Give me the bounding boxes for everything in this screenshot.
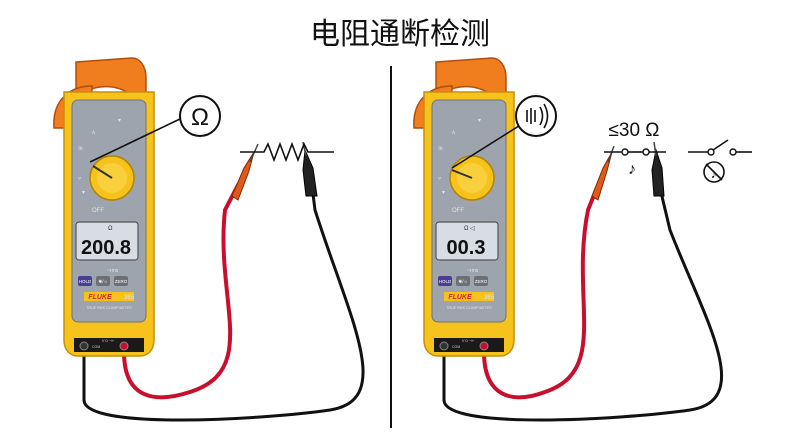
svg-text:HOLD: HOLD bbox=[439, 279, 452, 284]
svg-text:▿: ▿ bbox=[438, 176, 441, 182]
zero-button[interactable] bbox=[474, 276, 488, 286]
svg-text:HOLD: HOLD bbox=[79, 279, 92, 284]
com-jack[interactable] bbox=[79, 341, 89, 351]
lcd-mode-indicator: Ω ◁ bbox=[464, 226, 475, 232]
panel-resistance: ≋ ʌ ▾ ▿ ▾ OFF Ω 200.8 ~rms HOLD bbox=[53, 57, 365, 422]
red-probe bbox=[591, 145, 615, 201]
meter-subtitle: TRUE RMS CLAMP METER bbox=[446, 306, 492, 310]
model-number: 365 bbox=[124, 295, 135, 301]
page-title: 电阻通断检测 bbox=[310, 17, 490, 52]
lcd-reading: 200.8 bbox=[81, 237, 131, 259]
continuity-threshold-label: ≤30 Ω bbox=[608, 120, 659, 141]
rotary-dial[interactable] bbox=[89, 155, 135, 201]
open-switch-symbol bbox=[688, 139, 752, 156]
svg-text:≋: ≋ bbox=[438, 146, 443, 152]
red-test-lead bbox=[482, 183, 600, 400]
callout-ohm-symbol: Ω bbox=[191, 104, 209, 131]
resistor-symbol bbox=[240, 141, 334, 163]
svg-text:V Ω ⊣⊢: V Ω ⊣⊢ bbox=[102, 339, 115, 343]
com-jack[interactable] bbox=[439, 341, 449, 351]
svg-text:V Ω ⊣⊢: V Ω ⊣⊢ bbox=[462, 339, 475, 343]
ohm-jack[interactable] bbox=[479, 341, 489, 351]
lcd-display: Ω 200.8 bbox=[75, 221, 139, 261]
zero-button[interactable] bbox=[114, 276, 128, 286]
meter-buttons: ~rms HOLD ✱/☼ ZERO bbox=[438, 268, 488, 286]
svg-text:✱/☼: ✱/☼ bbox=[98, 279, 107, 284]
svg-text:ZERO: ZERO bbox=[475, 279, 488, 284]
clamp-meter: ≋ ʌ ▾ ▿ ▾ OFF Ω ◁ 00.3 ~rms HOLD ✱/☼ bbox=[423, 91, 515, 357]
backlight-button[interactable] bbox=[96, 276, 110, 286]
rotary-dial[interactable] bbox=[449, 155, 495, 201]
svg-text:▾: ▾ bbox=[442, 190, 445, 196]
svg-text:✱/☼: ✱/☼ bbox=[458, 279, 467, 284]
brand-logo: FLUKE bbox=[448, 294, 472, 301]
svg-text:▾: ▾ bbox=[478, 118, 481, 124]
hold-button[interactable] bbox=[438, 276, 452, 286]
ohm-jack[interactable] bbox=[119, 341, 129, 351]
svg-text:COM: COM bbox=[92, 345, 100, 349]
panel-continuity: ≤30 Ω ♪ ♪ bbox=[413, 57, 752, 422]
meter-subtitle: TRUE RMS CLAMP METER bbox=[86, 306, 132, 310]
svg-text:~rms: ~rms bbox=[107, 268, 119, 274]
no-beep-icon: ♪ bbox=[703, 161, 725, 183]
lcd-mode-indicator: Ω bbox=[108, 226, 113, 232]
svg-text:▿: ▿ bbox=[78, 176, 81, 182]
red-probe bbox=[231, 143, 259, 201]
meter-buttons: ~rms HOLD ✱/☼ ZERO bbox=[78, 268, 128, 286]
lcd-reading: 00.3 bbox=[447, 237, 486, 259]
svg-text:ʌ: ʌ bbox=[92, 130, 95, 136]
beep-note-icon: ♪ bbox=[628, 161, 636, 178]
black-test-lead bbox=[442, 186, 724, 422]
svg-text:♪: ♪ bbox=[711, 166, 718, 181]
continuity-beep-icon bbox=[526, 103, 549, 129]
dial-off-label: OFF bbox=[92, 208, 104, 214]
svg-text:COM: COM bbox=[452, 345, 460, 349]
black-probe bbox=[302, 141, 318, 197]
callout-bubble bbox=[515, 95, 557, 137]
callout-pointer bbox=[451, 123, 523, 169]
callout-pointer bbox=[89, 117, 183, 163]
svg-text:≋: ≋ bbox=[78, 146, 83, 152]
model-number: 365 bbox=[484, 295, 495, 301]
brand-logo: FLUKE bbox=[88, 294, 112, 301]
black-test-lead bbox=[82, 184, 365, 422]
brand-strip bbox=[84, 292, 134, 301]
callout-bubble bbox=[179, 95, 221, 137]
closed-switch-symbol bbox=[604, 148, 666, 156]
svg-text:▾: ▾ bbox=[118, 118, 121, 124]
svg-text:▾: ▾ bbox=[82, 190, 85, 196]
svg-text:ʌ: ʌ bbox=[452, 130, 455, 136]
svg-text:~rms: ~rms bbox=[467, 268, 479, 274]
svg-text:ZERO: ZERO bbox=[115, 279, 128, 284]
lcd-display: Ω ◁ 00.3 bbox=[435, 221, 499, 261]
dial-off-label: OFF bbox=[452, 208, 464, 214]
clamp-meter: ≋ ʌ ▾ ▿ ▾ OFF Ω 200.8 ~rms HOLD bbox=[63, 91, 155, 357]
hold-button[interactable] bbox=[78, 276, 92, 286]
black-probe bbox=[651, 141, 665, 197]
backlight-button[interactable] bbox=[456, 276, 470, 286]
red-test-lead bbox=[122, 183, 240, 400]
brand-strip bbox=[444, 292, 494, 301]
